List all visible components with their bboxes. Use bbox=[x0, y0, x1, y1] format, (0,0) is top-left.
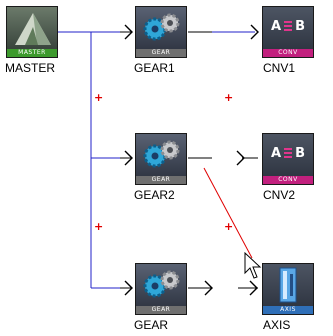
plus-marker[interactable]: + bbox=[94, 220, 104, 233]
gear2-block-band: GEAR bbox=[136, 176, 186, 184]
gear3-block-band: GEAR bbox=[136, 306, 186, 314]
cnv1-block-label: CNV1 bbox=[263, 61, 296, 75]
cnv2-block-label: CNV2 bbox=[263, 188, 296, 202]
axis-block-label: AXIS bbox=[263, 318, 291, 332]
plus-marker[interactable]: + bbox=[224, 91, 234, 104]
gear-icon bbox=[143, 13, 180, 41]
cnv2-block-band: CONV bbox=[263, 176, 313, 184]
conv-letter-a: A bbox=[271, 146, 282, 161]
gear2-block[interactable]: GEAR bbox=[135, 133, 187, 185]
gear1-block[interactable]: GEAR bbox=[135, 6, 187, 58]
conv-bars-icon bbox=[284, 148, 293, 158]
gear-icon bbox=[143, 140, 180, 168]
gear3-block[interactable]: GEAR bbox=[135, 263, 187, 315]
master-block-label: MASTER bbox=[5, 61, 56, 75]
plus-marker[interactable]: + bbox=[94, 91, 104, 104]
master-block-band: MASTER bbox=[7, 49, 57, 57]
conv-letter-b: B bbox=[295, 19, 305, 34]
conv-bars-icon bbox=[284, 21, 293, 31]
plus-marker[interactable]: + bbox=[224, 220, 234, 233]
arrowhead-axis-in bbox=[249, 280, 258, 296]
axis-motor-icon bbox=[279, 267, 297, 303]
cnv1-block-band: CONV bbox=[263, 49, 313, 57]
gear2-block-label: GEAR2 bbox=[134, 188, 175, 202]
arrowhead-cnv2-in bbox=[236, 150, 245, 166]
arrowhead-cnv1-in bbox=[250, 24, 259, 40]
conv-letter-b: B bbox=[295, 146, 305, 161]
mountain-icon bbox=[15, 13, 51, 45]
axis-block[interactable]: AXIS bbox=[262, 263, 314, 315]
drag-connection-line bbox=[203, 167, 253, 259]
gear1-block-label: GEAR1 bbox=[134, 61, 175, 75]
mouse-cursor-icon bbox=[244, 252, 262, 279]
master-block[interactable]: MASTER bbox=[6, 6, 58, 58]
gear1-block-band: GEAR bbox=[136, 49, 186, 57]
gear-icon bbox=[143, 270, 180, 298]
axis-block-band: AXIS bbox=[263, 306, 313, 314]
arrowhead-gear3-out bbox=[204, 280, 213, 296]
conv-letter-a: A bbox=[271, 19, 282, 34]
gear3-block-label: GEAR bbox=[134, 318, 169, 332]
